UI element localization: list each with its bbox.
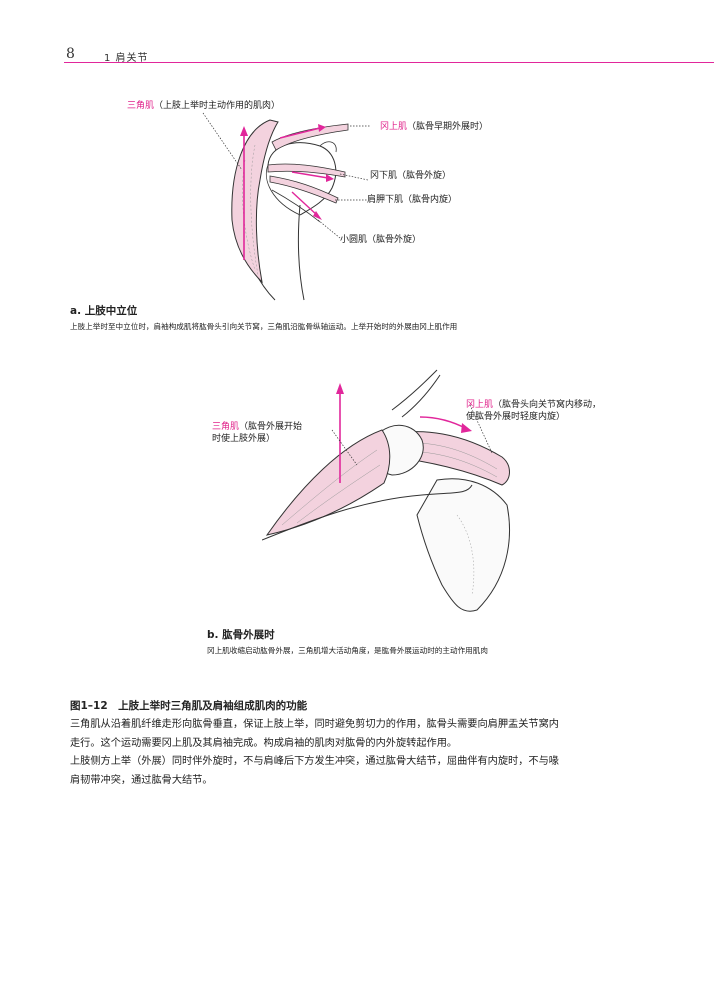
figure-b-title: b. 肱骨外展时 xyxy=(207,629,275,641)
figure-b-illustration xyxy=(262,365,527,620)
figure-caption-body: 三角肌从沿着肌纤维走形向肱骨垂直，保证上肢上举，同时避免剪切力的作用，肱骨头需要… xyxy=(70,716,560,790)
label-a-supraspinatus-note: （肱骨早期外展时） xyxy=(407,122,489,132)
figure-b-caption: 冈上肌收缩启动肱骨外展，三角肌增大活动角度，是肱骨外展运动时的主动作用肌肉 xyxy=(207,646,488,655)
label-b-deltoid-note-2: 时使上肢外展） xyxy=(212,434,276,444)
figure-a-illustration xyxy=(200,110,370,305)
page-header: 8 1 肩关节 xyxy=(0,40,714,68)
label-a-supraspinatus-name: 冈上肌 xyxy=(380,122,408,132)
figure-a-title: a. 上肢中立位 xyxy=(70,305,138,317)
label-a-teres-minor: 小圆肌（肱骨外旋） xyxy=(340,235,422,245)
label-b-deltoid: 三角肌（肱骨外展开始 时使上肢外展） xyxy=(212,421,302,445)
header-rule xyxy=(64,62,714,63)
figure-caption-paragraph-1: 三角肌从沿着肌纤维走形向肱骨垂直，保证上肢上举，同时避免剪切力的作用，肱骨头需要… xyxy=(70,719,559,749)
label-a-deltoid-note: （上肢上举时主动作用的肌肉） xyxy=(154,101,281,111)
label-b-supraspinatus: 冈上肌（肱骨头向关节窝内移动， 使肱骨外展时轻度内旋） xyxy=(466,399,601,423)
figure-caption-paragraph-2: 上肢侧方上举（外展）同时伴外旋时，不与肩峰后下方发生冲突，通过肱骨大结节，屈曲伴… xyxy=(70,756,559,786)
label-a-subscapularis: 肩胛下肌（肱骨内旋） xyxy=(367,195,458,205)
figure-a-caption: 上肢上举时至中立位时，肩袖构成肌将肱骨头引向关节窝，三角肌沿肱骨纵轴运动。上举开… xyxy=(70,322,458,331)
figure-caption-title: 图1–12 上肢上举时三角肌及肩袖组成肌肉的功能 xyxy=(70,700,308,712)
label-b-deltoid-note-1: （肱骨外展开始 xyxy=(239,422,303,432)
label-b-supra-note-2: 使肱骨外展时轻度内旋） xyxy=(466,412,566,422)
label-b-supra-note-1: （肱骨头向关节窝内移动， xyxy=(493,400,602,410)
label-a-deltoid-name: 三角肌 xyxy=(127,101,155,111)
label-a-infraspinatus: 冈下肌（肱骨外旋） xyxy=(370,171,452,181)
label-a-supraspinatus: 冈上肌（肱骨早期外展时） xyxy=(380,121,488,133)
label-b-supra-name: 冈上肌 xyxy=(466,400,494,410)
chapter-title: 1 肩关节 xyxy=(104,53,149,64)
label-b-deltoid-name: 三角肌 xyxy=(212,422,240,432)
page-number: 8 xyxy=(66,46,75,62)
label-a-deltoid: 三角肌（上肢上举时主动作用的肌肉） xyxy=(127,100,280,112)
